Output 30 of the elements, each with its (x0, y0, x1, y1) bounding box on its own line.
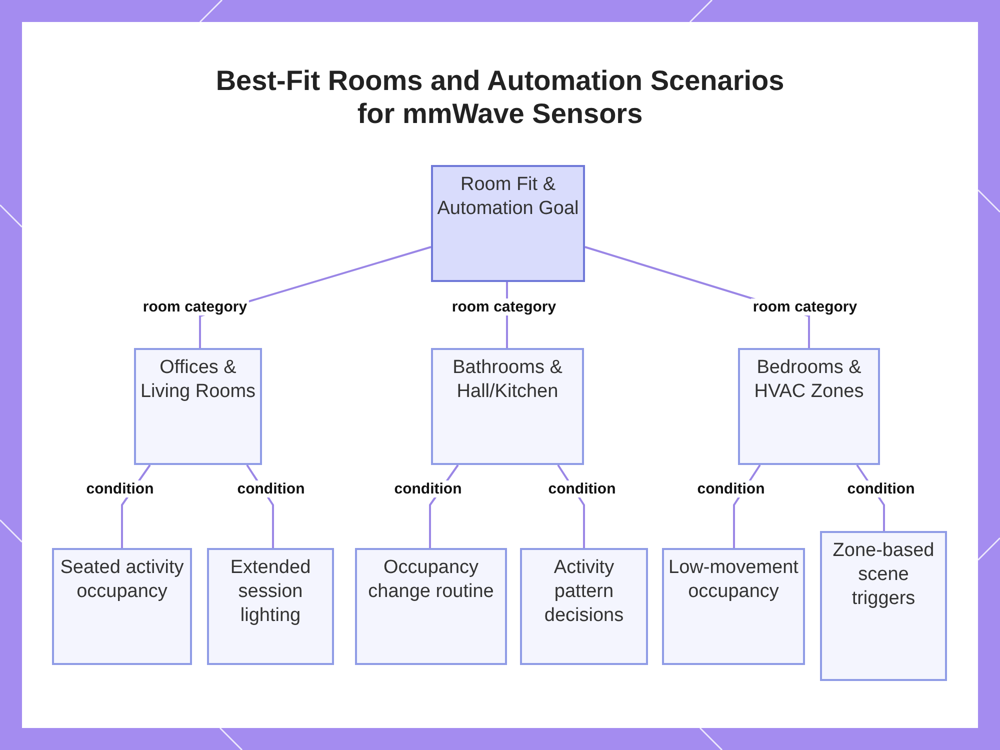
category-box (207, 548, 334, 665)
category-box (355, 548, 507, 665)
edge-label: condition (392, 480, 464, 498)
node-text: Room Fit & Automation Goal (436, 173, 580, 221)
edge-label: condition (235, 480, 307, 498)
node-text: Bathrooms & Hall/Kitchen (452, 356, 564, 404)
node-text: Zone-based scene triggers (832, 539, 936, 611)
category-box (431, 348, 584, 465)
node-text: Occupancy change routine (367, 556, 495, 604)
edge-label: room category (140, 298, 250, 316)
node-text: Offices & Living Rooms (139, 356, 257, 404)
node-text: Seated activity occupancy (59, 556, 185, 604)
category-box (662, 548, 805, 665)
category-box (52, 548, 192, 665)
category-box (520, 548, 648, 665)
node-text: Bedrooms & HVAC Zones (753, 356, 865, 404)
node-text: Activity pattern decisions (543, 556, 625, 628)
category-box (134, 348, 262, 465)
edge-label: condition (695, 480, 767, 498)
edge-label: condition (546, 480, 618, 498)
node-text: Low-movement occupancy (668, 556, 800, 604)
diagram-title: Best-Fit Rooms and Automation Scenarios for mmWave Sensors (214, 64, 786, 130)
node-text: Extended session lighting (229, 556, 312, 628)
edge-label: room category (450, 298, 558, 316)
category-box (820, 531, 947, 681)
edge-label: condition (84, 480, 156, 498)
edge-label: room category (750, 298, 860, 316)
edge-label: condition (845, 480, 917, 498)
category-box (738, 348, 880, 465)
root-box (431, 165, 585, 282)
